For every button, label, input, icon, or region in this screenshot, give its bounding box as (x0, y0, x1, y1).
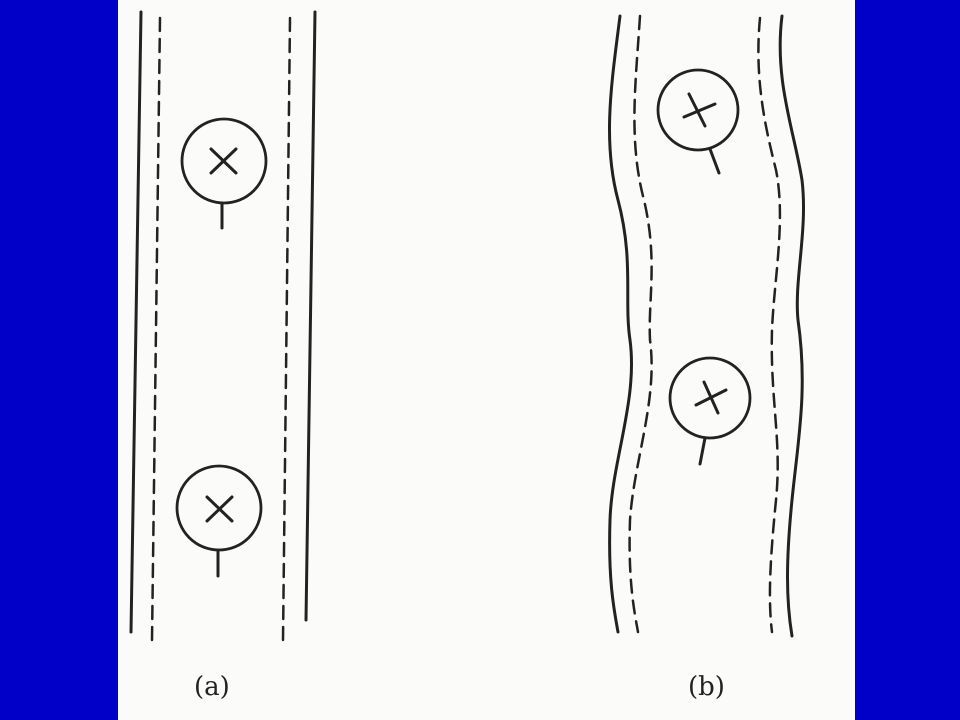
inner-dashed-right-wavy (757, 16, 782, 634)
dislocation-diagram (129, 10, 806, 642)
caption-a: (a) (194, 672, 230, 702)
defect-symbol-lower (175, 464, 263, 578)
caption-b: (b) (688, 672, 725, 702)
outer-wall-right (304, 10, 317, 622)
inner-dashed-left-wavy (628, 14, 653, 634)
outer-wall-left (129, 10, 143, 634)
inner-dashed-left (150, 16, 162, 642)
panel-a (129, 10, 317, 642)
defect-symbol-upper (180, 117, 268, 230)
outer-wall-right-wavy (778, 14, 806, 638)
inner-dashed-right (281, 16, 292, 642)
defect-symbol-upper-tilted (656, 68, 740, 175)
figure-panel: (a) (b) (118, 0, 855, 720)
panel-b (608, 14, 806, 638)
defect-symbol-lower-tilted (668, 356, 752, 466)
outer-wall-left-wavy (608, 14, 634, 634)
